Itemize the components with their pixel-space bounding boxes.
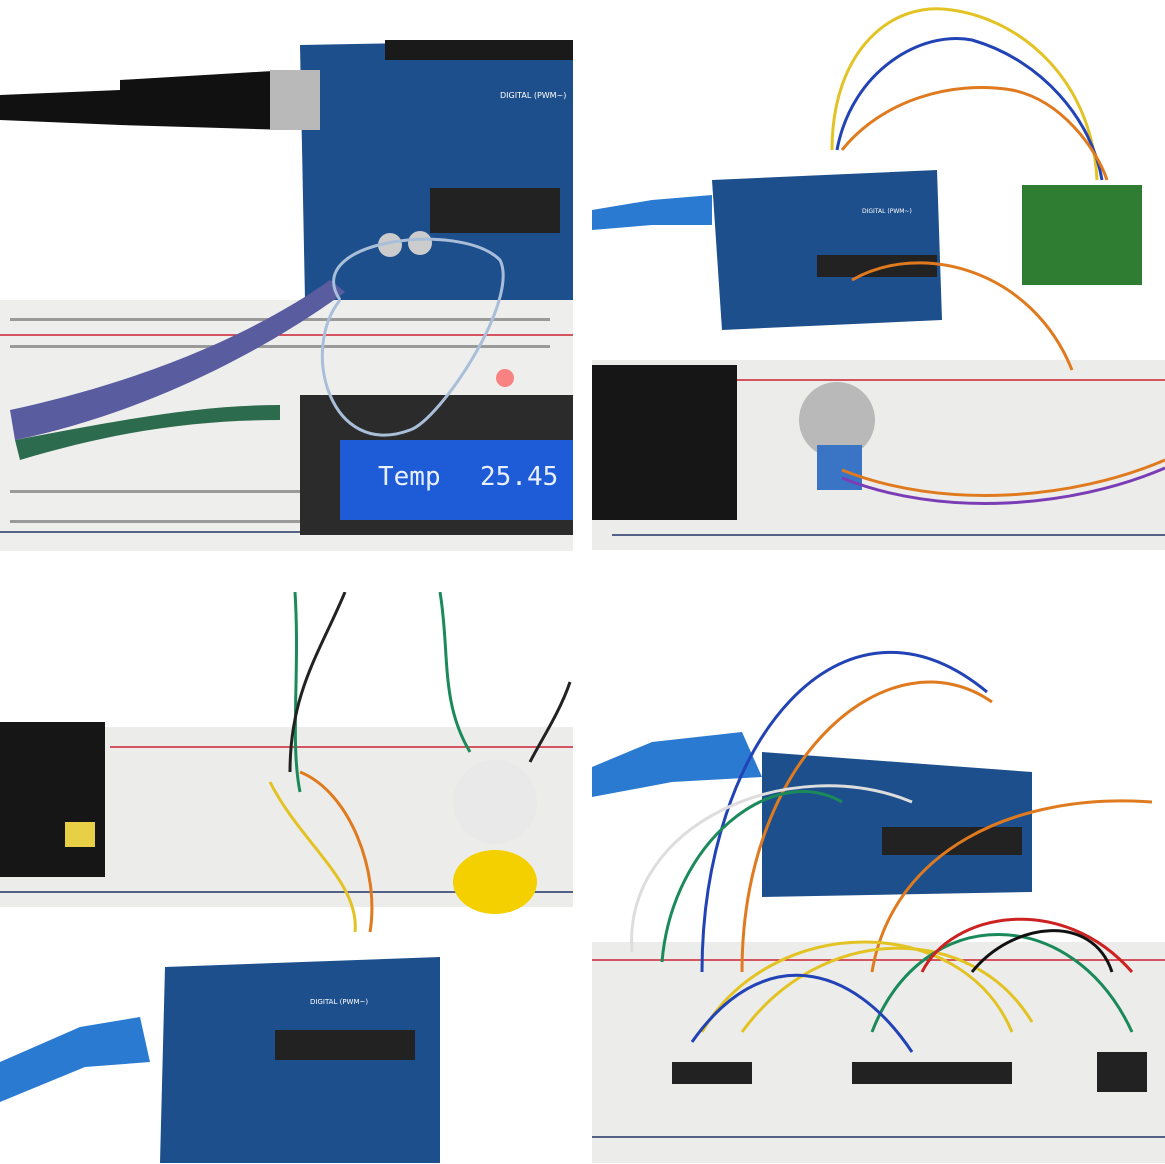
ribbon-cable	[10, 280, 345, 440]
usb-cable	[592, 195, 712, 230]
power-module	[0, 722, 105, 877]
lcd-temp-value: 25.45	[480, 462, 558, 492]
panel-stepper-motor: DIGITAL (PWM~)	[592, 0, 1165, 571]
header-pins	[385, 40, 573, 60]
panel-fan-motor: DIGITAL (PWM~)	[0, 592, 573, 1163]
arduino-board	[712, 170, 942, 330]
panel-lcd-temperature: DIGITAL (PWM~) Temp 25.45	[0, 0, 573, 551]
lcd-temp-label: Temp	[378, 462, 441, 492]
stepper-motor	[799, 382, 875, 458]
usb-plug	[270, 70, 320, 130]
usb-cable	[592, 732, 762, 797]
usb-cable	[0, 1017, 150, 1102]
arduino-board	[762, 752, 1032, 897]
lcd-scene: DIGITAL (PWM~) Temp 25.45	[0, 0, 573, 551]
chip	[430, 188, 560, 233]
panel-led-wiring: DIGITAL (PWM~)	[592, 592, 1165, 1163]
svg-text:DIGITAL (PWM~): DIGITAL (PWM~)	[952, 759, 1010, 767]
fan-scene: DIGITAL (PWM~)	[0, 592, 573, 1163]
arduino-board	[300, 40, 573, 300]
red-led	[496, 369, 514, 387]
svg-text:DIGITAL (PWM~): DIGITAL (PWM~)	[310, 998, 368, 1006]
wiring-scene: DIGITAL (PWM~)	[592, 592, 1165, 1163]
lcd-screen	[340, 440, 573, 520]
power-module	[592, 365, 737, 520]
stepper-scene: DIGITAL (PWM~)	[592, 0, 1165, 571]
motor-body	[453, 760, 537, 844]
usb-cable	[0, 70, 290, 130]
fan-blade	[453, 850, 537, 914]
svg-text:DIGITAL (PWM~): DIGITAL (PWM~)	[862, 208, 912, 215]
breadboard	[592, 942, 1165, 1163]
driver-board	[1022, 185, 1142, 285]
board-label: DIGITAL (PWM~)	[500, 91, 566, 100]
